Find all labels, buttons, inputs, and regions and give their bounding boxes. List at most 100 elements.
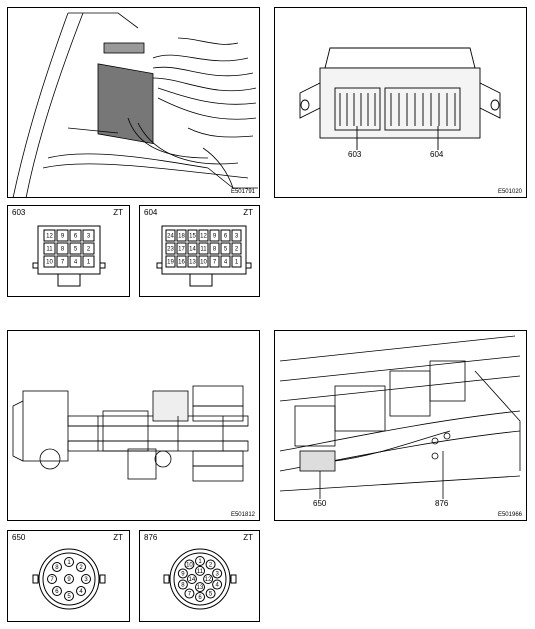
- pin-4: 4: [69, 255, 82, 268]
- zt-label: ZT: [113, 533, 123, 542]
- connector-id: 604: [144, 208, 158, 217]
- svg-text:4: 4: [215, 583, 219, 589]
- connector-id: 876: [144, 533, 158, 542]
- svg-text:16: 16: [178, 260, 185, 266]
- pin-2: 2: [205, 559, 216, 570]
- svg-text:1: 1: [87, 260, 91, 266]
- svg-text:13: 13: [189, 260, 196, 266]
- svg-text:4: 4: [224, 260, 228, 266]
- pin-17: 17: [176, 242, 187, 255]
- chassis-panel: E501812: [7, 330, 260, 521]
- svg-text:5: 5: [224, 247, 228, 253]
- pin-12: 12: [198, 229, 209, 242]
- svg-text:23: 23: [167, 247, 174, 253]
- pin-14: 14: [186, 574, 197, 584]
- zt-label: ZT: [243, 208, 253, 217]
- svg-text:19: 19: [167, 260, 174, 266]
- svg-text:11: 11: [200, 247, 207, 253]
- svg-text:12: 12: [205, 577, 212, 583]
- pin-4: 4: [212, 579, 223, 590]
- pin-7: 7: [209, 255, 220, 268]
- pin-4: 4: [76, 586, 87, 597]
- pin-18: 18: [176, 229, 187, 242]
- svg-text:12: 12: [200, 234, 207, 240]
- svg-text:3: 3: [235, 234, 239, 240]
- pin-23: 23: [165, 242, 176, 255]
- svg-text:5: 5: [67, 594, 71, 600]
- pin-12: 12: [43, 229, 56, 242]
- zt-label: ZT: [243, 533, 253, 542]
- pin-16: 16: [176, 255, 187, 268]
- svg-text:5: 5: [209, 592, 213, 598]
- pin-3: 3: [231, 229, 242, 242]
- svg-text:9: 9: [61, 234, 65, 240]
- connector-block-panel: 603 604 E501020: [274, 7, 527, 198]
- svg-text:3: 3: [215, 571, 219, 577]
- svg-text:8: 8: [55, 565, 59, 571]
- pin-5: 5: [220, 242, 231, 255]
- figure-ref: E501966: [497, 512, 522, 518]
- pin-13: 13: [187, 255, 198, 268]
- svg-text:8: 8: [213, 247, 217, 253]
- pin-14: 14: [187, 242, 198, 255]
- pin-12: 12: [203, 574, 214, 584]
- svg-text:10: 10: [200, 260, 207, 266]
- pin-1: 1: [82, 255, 95, 268]
- zt-label: ZT: [113, 208, 123, 217]
- pin-7: 7: [184, 588, 195, 599]
- pin-1: 1: [195, 556, 205, 566]
- svg-text:24: 24: [167, 234, 174, 240]
- engine-bay-panel: E501791: [7, 7, 260, 199]
- svg-text:3: 3: [87, 234, 91, 240]
- svg-text:1: 1: [235, 260, 239, 266]
- svg-text:8: 8: [181, 583, 185, 589]
- svg-text:9: 9: [213, 234, 217, 240]
- label-650: 650: [313, 499, 327, 508]
- svg-text:7: 7: [61, 260, 65, 266]
- svg-text:17: 17: [178, 247, 185, 253]
- label-604: 604: [430, 150, 444, 159]
- connector-id: 603: [12, 208, 26, 217]
- svg-text:2: 2: [87, 247, 91, 253]
- engine-bay-illustration: [12, 12, 258, 199]
- label-876: 876: [435, 499, 449, 508]
- frame-detail-panel: 650 876 E501966: [274, 330, 527, 521]
- pin-10: 10: [43, 255, 56, 268]
- pin-15: 15: [187, 229, 198, 242]
- pin-7: 7: [47, 574, 57, 584]
- svg-text:18: 18: [178, 234, 185, 240]
- svg-text:13: 13: [197, 585, 204, 591]
- pin-10: 10: [198, 255, 209, 268]
- pin-11: 11: [195, 565, 205, 576]
- pin-11: 11: [198, 242, 209, 255]
- pin-8: 8: [177, 579, 188, 590]
- pin-3: 3: [212, 568, 223, 579]
- label-603: 603: [348, 150, 362, 159]
- connector-id: 650: [12, 533, 26, 542]
- pin-6: 6: [220, 229, 231, 242]
- svg-text:14: 14: [189, 577, 196, 583]
- pin-8: 8: [209, 242, 220, 255]
- svg-text:9: 9: [67, 577, 71, 583]
- pin-5: 5: [69, 242, 82, 255]
- svg-text:6: 6: [74, 234, 78, 240]
- svg-text:7: 7: [213, 260, 217, 266]
- pin-1: 1: [231, 255, 242, 268]
- pin-5: 5: [64, 591, 74, 601]
- svg-text:7: 7: [188, 592, 192, 598]
- pin-9: 9: [56, 229, 69, 242]
- pin-2: 2: [231, 242, 242, 255]
- figure-ref: E501812: [230, 512, 255, 518]
- svg-text:12: 12: [46, 234, 53, 240]
- svg-text:4: 4: [74, 260, 78, 266]
- svg-text:10: 10: [46, 260, 53, 266]
- pin-6: 6: [51, 586, 62, 597]
- svg-text:2: 2: [235, 247, 239, 253]
- figure-ref: E501020: [497, 189, 522, 195]
- svg-text:11: 11: [197, 569, 204, 575]
- svg-text:6: 6: [55, 589, 59, 595]
